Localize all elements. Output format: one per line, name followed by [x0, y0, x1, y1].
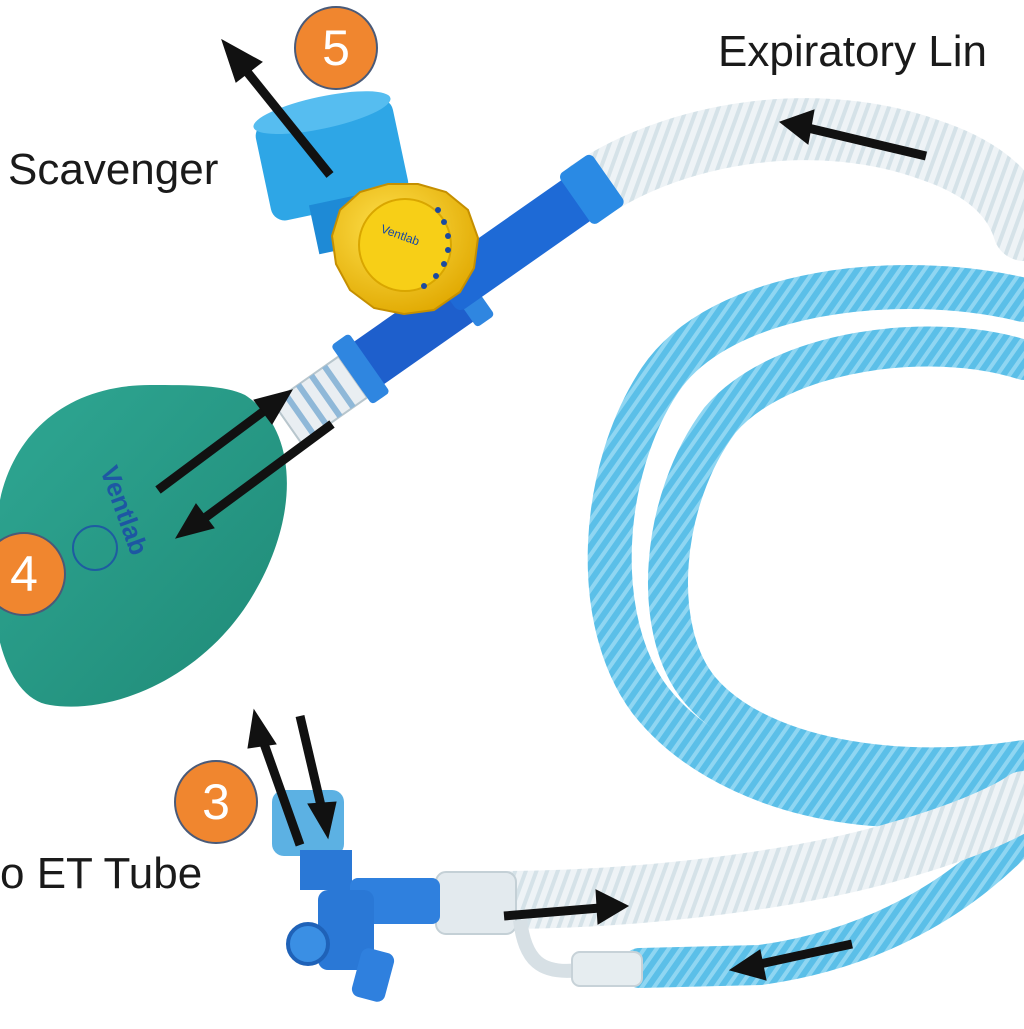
arrow-inspiratory — [759, 939, 853, 969]
arrow-patient-down-head — [307, 801, 337, 840]
arrow-from-bag-out-head — [174, 503, 215, 539]
arrow-inspiratory-head — [728, 949, 767, 981]
y-piece-body — [435, 871, 517, 935]
breathing-bag — [0, 385, 287, 707]
valve-housing — [433, 154, 624, 310]
scavenger-label: Scavenger — [8, 145, 219, 194]
patient-port-tab — [351, 948, 395, 1002]
arrow-patient-up — [257, 736, 305, 847]
arrow-expiratory — [806, 123, 928, 161]
expiratory-tube-top — [559, 98, 1024, 261]
badge-4: 4 — [0, 532, 66, 616]
badge-3: 3 — [174, 760, 258, 844]
patient-connector-base — [318, 890, 374, 970]
apl-valve-knob: Ventlab — [330, 183, 480, 316]
arrow-scavenger — [240, 65, 334, 178]
inspiratory-tube-inner — [648, 326, 1024, 788]
arrow-from-bag-out — [199, 420, 335, 524]
bag-neck — [271, 355, 369, 445]
bag-latex-symbol — [72, 525, 118, 571]
inspiratory-tube-loop — [587, 265, 1024, 828]
arrow-expiratory-head — [778, 109, 815, 145]
arrow-to-bag-in — [155, 404, 271, 494]
patient-connector-neck — [300, 850, 352, 890]
arrow-patient-up-head — [247, 708, 277, 749]
arrow-to-bag-in-head — [253, 389, 294, 425]
flow-arrows — [155, 38, 928, 981]
expiratory-line-label: Expiratory Lin — [718, 27, 988, 76]
patient-port-cap — [286, 922, 330, 966]
arrow-scavenger-head — [221, 38, 263, 83]
arrow-patient-down — [295, 714, 327, 812]
y-piece-elbow — [513, 919, 581, 978]
clear-coupler — [571, 951, 643, 987]
arrow-lower-right — [503, 903, 601, 921]
et-tube-label: o ET Tube — [0, 849, 203, 898]
arrow-lower-right-head — [595, 889, 630, 925]
badge-5: 5 — [294, 6, 378, 90]
